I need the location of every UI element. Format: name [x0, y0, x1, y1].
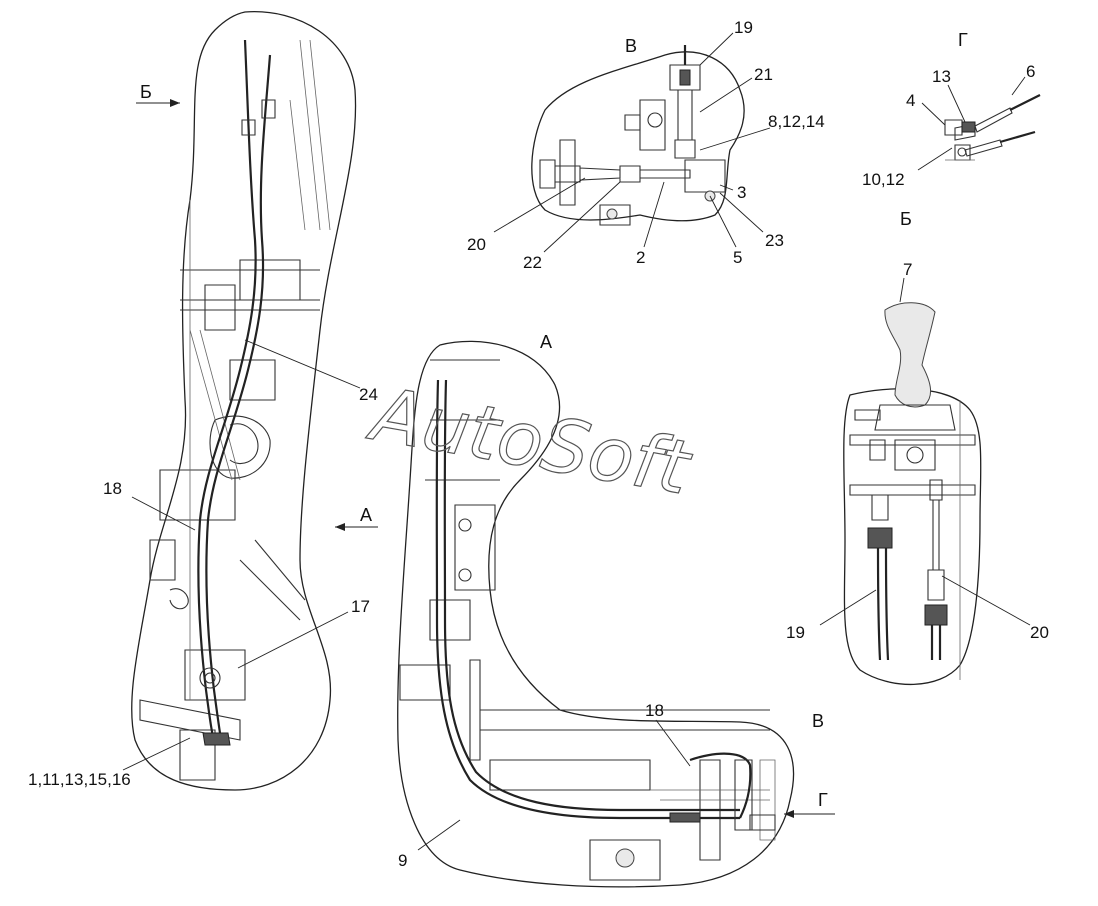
view-v-vertical-rod: [669, 64, 701, 159]
view-v: [531, 45, 745, 226]
view-a-cable-1: [435, 379, 740, 820]
callout-v-22: 22: [523, 253, 542, 272]
callout-v-21: 21: [754, 65, 773, 84]
main-view-outline: [131, 11, 357, 791]
view-v-rod: [539, 159, 691, 189]
arrow-a-label: А: [360, 505, 372, 525]
callout-v-19: 19: [734, 18, 753, 37]
callout-v-5: 5: [733, 248, 742, 267]
arrow-a: [335, 523, 378, 531]
leader-lines: [122, 32, 1031, 851]
view-b-title: Б: [900, 209, 912, 229]
view-a: [397, 340, 795, 888]
arrow-g-label: Г: [818, 790, 828, 810]
callout-b-7: 7: [903, 260, 912, 279]
callout-a-9: 9: [398, 851, 407, 870]
callout-v-23: 23: [765, 231, 784, 250]
callout-main-24: 24: [359, 385, 378, 404]
callout-v-3: 3: [737, 183, 746, 202]
callout-v-20: 20: [467, 235, 486, 254]
view-v-title: В: [625, 36, 637, 56]
callout-b-19: 19: [786, 623, 805, 642]
callout-main-18: 18: [103, 479, 122, 498]
callout-v-2: 2: [636, 248, 645, 267]
callout-g-13: 13: [932, 67, 951, 86]
view-a-cable-2: [443, 379, 740, 812]
callout-g-6: 6: [1026, 62, 1035, 81]
callout-g-4: 4: [906, 91, 915, 110]
view-g-title: Г: [958, 30, 968, 50]
arrow-b: [136, 99, 180, 107]
callout-v-8-12-14: 8,12,14: [768, 112, 825, 131]
view-a-outline: [397, 340, 795, 888]
callout-main-17: 17: [351, 597, 370, 616]
arrow-b-label: Б: [140, 82, 152, 102]
callout-main-1-11-13-15-16: 1,11,13,15,16: [28, 770, 131, 789]
view-g: [944, 94, 1041, 161]
view-a-title: А: [540, 332, 552, 352]
arrow-v-label: В: [812, 711, 824, 731]
arrow-g: [784, 810, 835, 818]
callout-b-20: 20: [1030, 623, 1049, 642]
main-view: [131, 11, 357, 791]
view-b: [843, 302, 982, 686]
callout-g-10-12: 10,12: [862, 170, 905, 189]
callout-a-18: 18: [645, 701, 664, 720]
main-cable-2: [205, 54, 272, 746]
